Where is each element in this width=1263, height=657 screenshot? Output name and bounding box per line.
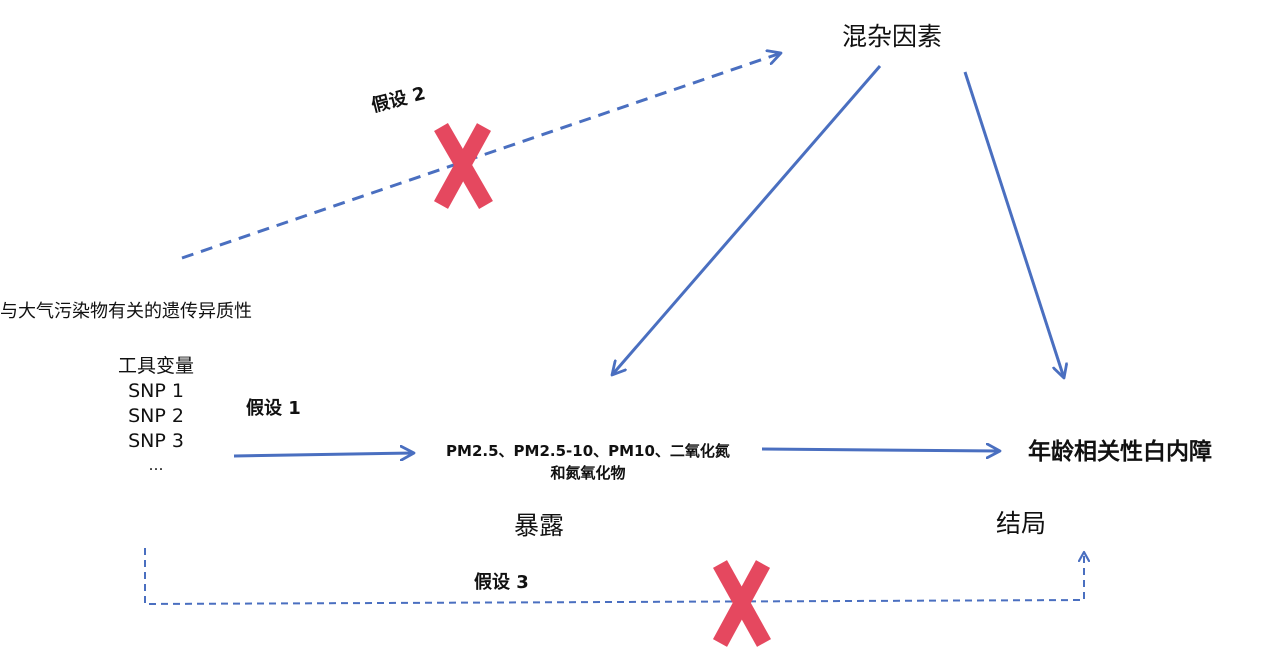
confounder-to-exposure-arrow bbox=[612, 65, 882, 375]
outcome-node: 年龄相关性白内障 bbox=[1028, 439, 1212, 465]
assumption-3-path bbox=[144, 548, 1084, 606]
assumption-1-label: 假设 1 bbox=[246, 398, 301, 419]
exposure-to-outcome-arrow bbox=[761, 449, 1000, 451]
snp-item-ellipsis: … bbox=[148, 456, 164, 474]
assumption-3-label: 假设 3 bbox=[474, 572, 529, 593]
confounder-node: 混杂因素 bbox=[842, 22, 943, 51]
assumption-3-cross-icon bbox=[712, 560, 771, 647]
confounder-to-outcome-arrow bbox=[963, 71, 1064, 378]
exposure-pollutants: PM2.5、PM2.5-10、PM10、二氧化氮 bbox=[446, 442, 730, 460]
snp-item: SNP 2 bbox=[128, 405, 184, 427]
assumption-2-arrow bbox=[181, 53, 781, 260]
snp-item: SNP 1 bbox=[128, 380, 184, 402]
instrument-title: 工具变量 bbox=[117, 355, 194, 377]
assumption-1-arrow bbox=[233, 453, 414, 456]
exposure-label: 暴露 bbox=[514, 511, 565, 540]
exposure-pollutants-cont: 和氮氧化物 bbox=[550, 464, 626, 482]
genetic-heterogeneity-label: 与大气污染物有关的遗传异质性 bbox=[0, 301, 252, 322]
assumption-2-cross-icon bbox=[433, 123, 493, 209]
outcome-label: 结局 bbox=[996, 509, 1047, 538]
snp-item: SNP 3 bbox=[128, 430, 184, 452]
instrument-node: 工具变量 SNP 1 SNP 2 SNP 3 … bbox=[96, 354, 216, 476]
exposure-node: PM2.5、PM2.5-10、PM10、二氧化氮 和氮氧化物 bbox=[418, 440, 758, 484]
